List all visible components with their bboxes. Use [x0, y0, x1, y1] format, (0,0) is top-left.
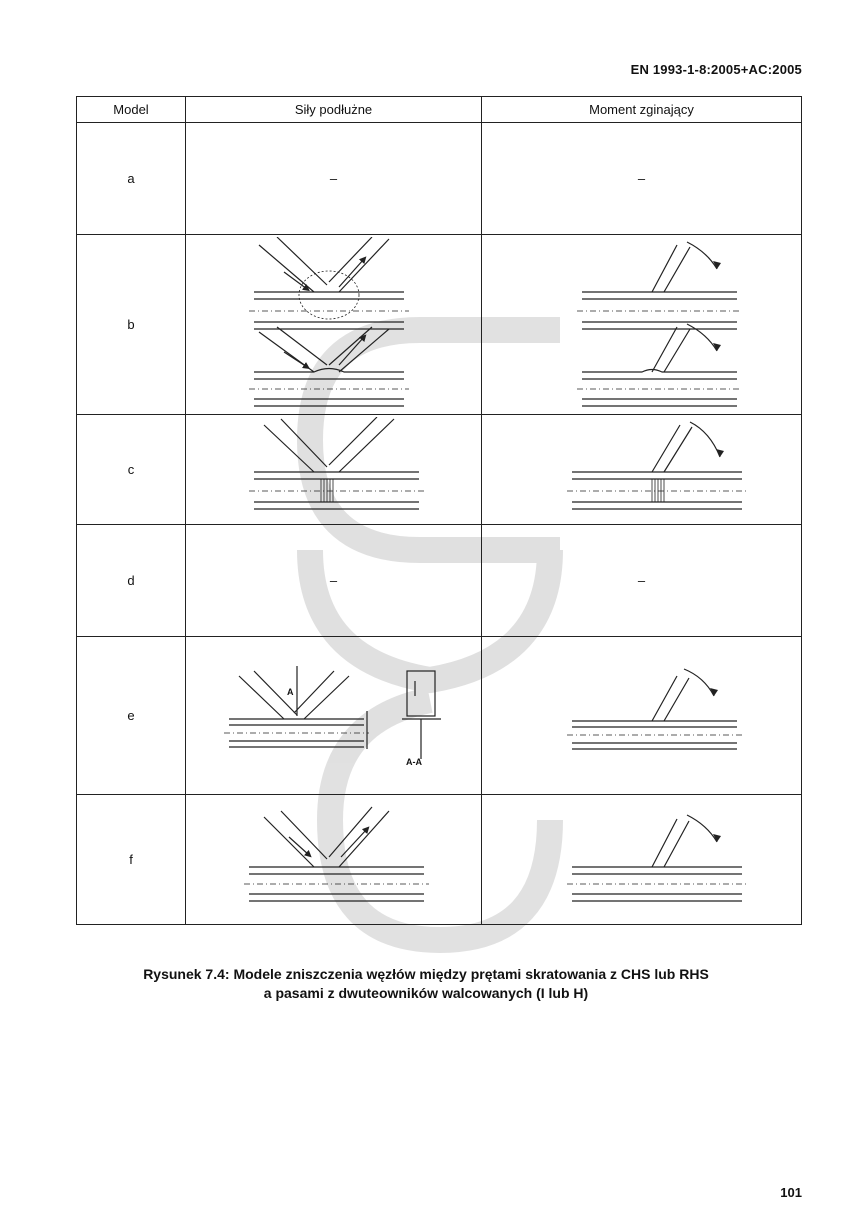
caption-line-1: Rysunek 7.4: Modele zniszczenia węzłów m… — [143, 966, 709, 982]
truss-joint-diagram — [248, 417, 424, 510]
section-mark: A — [287, 687, 294, 697]
table-row: a – – — [76, 122, 802, 235]
truss-joint-diagram — [248, 237, 409, 407]
model-label: c — [76, 414, 186, 525]
truss-joint-diagram — [243, 806, 429, 902]
model-label: d — [76, 524, 186, 637]
model-label: a — [76, 122, 186, 235]
section-label: A-A — [406, 757, 422, 767]
column-header-bending-moment: Moment zginający — [481, 96, 802, 123]
column-header-axial-forces: Siły podłużne — [185, 96, 482, 123]
table-row: c — [76, 414, 802, 525]
table-row: b — [76, 234, 802, 415]
truss-joint-diagram — [223, 665, 441, 759]
axial-diagram-c — [185, 414, 482, 525]
model-label: f — [76, 794, 186, 925]
moment-diagram-b — [481, 234, 802, 415]
axial-diagram-b — [185, 234, 482, 415]
truss-joint-diagram — [566, 667, 742, 750]
axial-cell-empty: – — [185, 524, 482, 637]
model-label: b — [76, 234, 186, 415]
document-standard-header: EN 1993-1-8:2005+AC:2005 — [630, 62, 802, 77]
caption-line-2: a pasami z dwuteowników walcowanych (I l… — [263, 985, 589, 1001]
moment-diagram-c — [481, 414, 802, 525]
axial-cell-empty: – — [185, 122, 482, 235]
table-row: e A A-A — [76, 636, 802, 795]
model-label: e — [76, 636, 186, 795]
truss-joint-diagram — [566, 814, 747, 902]
page-number: 101 — [780, 1185, 802, 1200]
truss-joint-diagram — [576, 241, 742, 407]
figure-caption: Rysunek 7.4: Modele zniszczenia węzłów m… — [0, 965, 852, 1003]
table-row: f — [76, 794, 802, 925]
moment-diagram-e — [481, 636, 802, 795]
table-row: d – – — [76, 524, 802, 637]
axial-diagram-e: A A-A — [185, 636, 482, 795]
moment-cell-empty: – — [481, 122, 802, 235]
truss-joint-diagram — [566, 421, 747, 510]
table-header-row: Model Siły podłużne Moment zginający — [76, 96, 802, 123]
moment-diagram-f — [481, 794, 802, 925]
moment-cell-empty: – — [481, 524, 802, 637]
axial-diagram-f — [185, 794, 482, 925]
column-header-model: Model — [76, 96, 186, 123]
failure-modes-table: Model Siły podłużne Moment zginający a –… — [76, 96, 802, 925]
